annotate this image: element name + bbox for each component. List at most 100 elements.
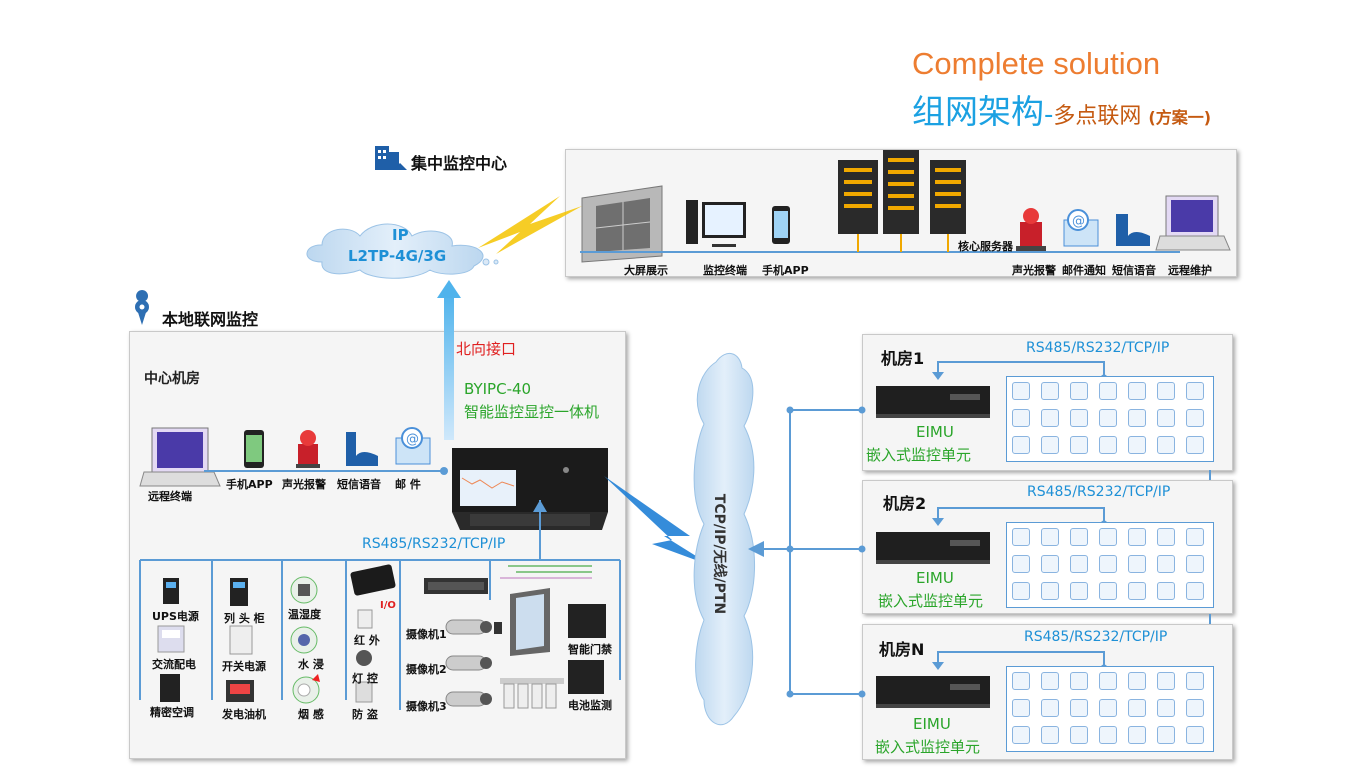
room1-sensor-tile <box>1128 409 1146 427</box>
label-local-phone: 手机APP <box>226 478 273 491</box>
roomN-sensor-tile <box>1070 699 1088 717</box>
room2-sensor-tile <box>1070 555 1088 573</box>
title-main: 组网架构 <box>912 92 1044 131</box>
label-ac-dist: 交流配电 <box>152 658 196 671</box>
battery-devices <box>500 660 604 709</box>
roomN-sensor-tile <box>1099 726 1117 744</box>
roomN-sensor-tile <box>1157 699 1175 717</box>
room2-sensor-tile <box>1070 528 1088 546</box>
room2-sensor-tile <box>1070 582 1088 600</box>
precision-ac-device <box>160 674 180 702</box>
label-precision-ac: 精密空调 <box>150 706 194 719</box>
camera-devices <box>445 619 492 707</box>
label-anti-theft: 防 盗 <box>352 708 378 721</box>
big-screen-device <box>581 185 663 263</box>
room1-sensor-tile <box>1157 382 1175 400</box>
wireless-link-bolt <box>478 196 582 254</box>
label-monitor-terminal: 监控终端 <box>703 264 747 277</box>
roomN-proto: RS485/RS232/TCP/IP <box>1024 629 1168 645</box>
room2-proto: RS485/RS232/TCP/IP <box>1027 484 1171 500</box>
room1-sensor-tile <box>1157 436 1175 454</box>
io-module-device <box>350 564 396 596</box>
room1-unit-desc: 嵌入式监控单元 <box>866 446 972 464</box>
host-name-label: BYIPC-40 <box>464 380 532 398</box>
label-siren: 声光报警 <box>1012 264 1056 277</box>
roomN-sensor-tile <box>1128 672 1146 690</box>
room2-sensor-tile <box>1041 528 1059 546</box>
roomN-sensor-tile <box>1157 672 1175 690</box>
local-bus-label: RS485/RS232/TCP/IP <box>362 536 506 552</box>
label-big-screen: 大屏展示 <box>624 264 668 277</box>
roomN-sensor-tile <box>1070 726 1088 744</box>
roomN-sensor-tile <box>1012 726 1030 744</box>
remote-laptop-device <box>1155 195 1231 251</box>
title-dash: - <box>1044 100 1054 130</box>
room2-sensor-tile <box>1012 555 1030 573</box>
north-interface-label: 北向接口 <box>456 340 517 358</box>
room1-sensor-tile <box>1012 436 1030 454</box>
roomN-sensor-tile <box>1186 699 1204 717</box>
local-siren-device <box>296 430 320 468</box>
label-camera-3: 摄像机3 <box>406 700 447 713</box>
host-desc-label: 智能监控显控一体机 <box>464 403 600 421</box>
byipc-host-device <box>452 448 608 530</box>
label-email: 邮件通知 <box>1062 264 1106 277</box>
room1-title: 机房1 <box>881 349 925 368</box>
room1-sensor-tile <box>1041 436 1059 454</box>
roomN-sensor-tile <box>1157 726 1175 744</box>
tcp-cloud-label: TCP/IP/无线/PTN <box>711 493 727 615</box>
io-label: I/O <box>380 600 396 611</box>
sms-voice-device <box>1116 214 1150 246</box>
building-icon <box>375 146 407 170</box>
label-column-cabinet: 列 头 柜 <box>224 612 265 625</box>
room2-sensor-tile <box>1157 555 1175 573</box>
room1-sensor-tile <box>1186 382 1204 400</box>
label-local-email: 邮 件 <box>395 478 421 491</box>
label-sms-voice: 短信语音 <box>1112 264 1156 277</box>
roomN-unit-desc: 嵌入式监控单元 <box>875 738 981 756</box>
room2-sensor-tile <box>1186 555 1204 573</box>
room2-sensor-tile <box>1012 528 1030 546</box>
monitor-terminal-device <box>686 200 746 247</box>
switch-power-device <box>229 625 253 655</box>
label-phone-app: 手机APP <box>762 264 809 277</box>
label-infrared: 红 外 <box>354 634 380 647</box>
light-control-device <box>356 650 372 666</box>
water-leak-device <box>290 626 318 654</box>
phone-device <box>772 206 790 244</box>
ups-device <box>163 578 179 604</box>
nvr-device <box>424 578 488 594</box>
room1-sensor-tile <box>1157 409 1175 427</box>
room1-sensor-tile <box>1070 436 1088 454</box>
roomN-sensor-tile <box>1041 672 1059 690</box>
label-local-remote-terminal: 远程终端 <box>148 490 192 503</box>
generator-device <box>226 680 254 702</box>
room1-sensor-tile <box>1070 409 1088 427</box>
room1-sensor-tile <box>1041 409 1059 427</box>
title-sub: 多点联网 <box>1053 104 1149 129</box>
roomN-sensor-tile <box>1099 672 1117 690</box>
room2-sensor-tile <box>1041 555 1059 573</box>
local-room-label: 中心机房 <box>144 371 200 387</box>
label-camera-1: 摄像机1 <box>406 628 447 641</box>
label-core-server: 核心服务器 <box>958 240 1013 253</box>
room2-sensor-tile <box>1099 582 1117 600</box>
roomN-sensor-tile <box>1041 726 1059 744</box>
room2-sensor-tile <box>1186 528 1204 546</box>
anti-theft-device <box>355 681 373 703</box>
local-phone-device <box>244 430 264 468</box>
roomN-eimu-device <box>876 676 990 706</box>
room2-sensor-tile <box>1128 582 1146 600</box>
title-scheme: (方案一) <box>1148 108 1212 127</box>
local-email-device: @ <box>395 427 431 465</box>
label-local-sms: 短信语音 <box>337 478 381 491</box>
room2-eimu-device <box>876 532 990 562</box>
server-racks <box>838 150 966 234</box>
title-chinese: 组网架构-多点联网 (方案一) <box>912 92 1211 138</box>
room1-sensor-tile <box>1186 436 1204 454</box>
roomN-sensor-tile <box>1128 699 1146 717</box>
